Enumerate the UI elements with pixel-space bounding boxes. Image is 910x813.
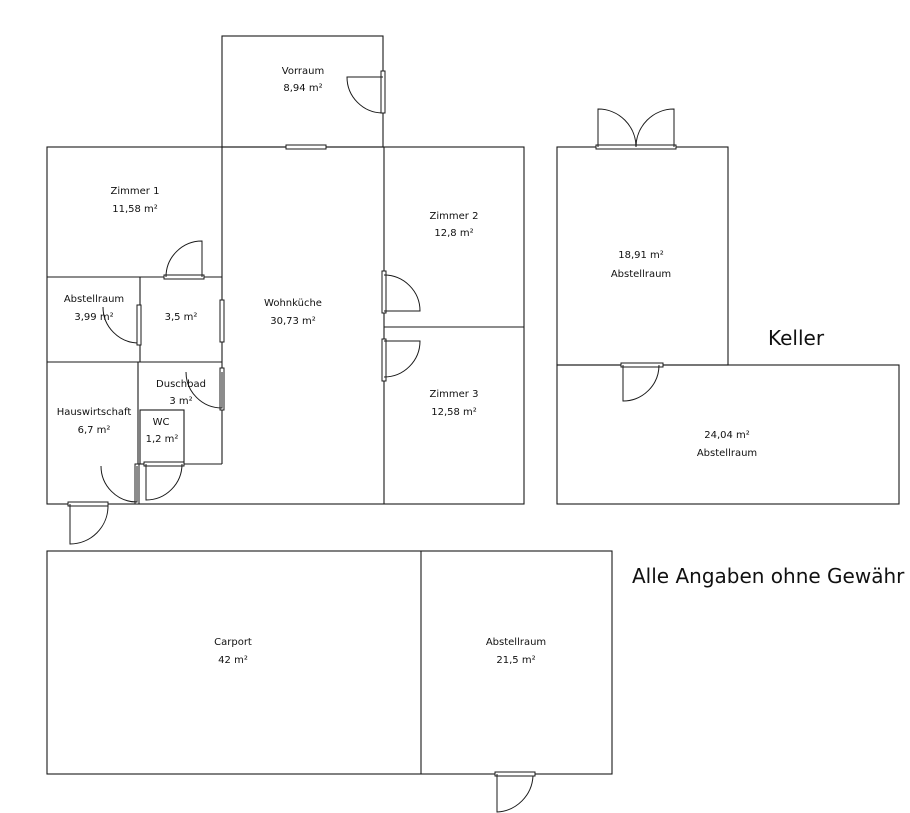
label-abstellraum-small-name: Abstellraum	[64, 294, 124, 305]
door-unnamed-room	[219, 299, 225, 343]
doors-main	[67, 70, 421, 545]
label-hauswirtschaft-name: Hauswirtschaft	[57, 407, 132, 418]
door-zimmer3	[383, 340, 421, 378]
label-carport-name: Carport	[214, 637, 252, 648]
label-zimmer1-area: 11,58 m²	[112, 204, 158, 215]
door-hauswirtschaft	[100, 465, 138, 503]
label-duschbad-name: Duschbad	[156, 379, 206, 390]
keller-walls	[556, 108, 900, 505]
label-zimmer3-area: 12,58 m²	[431, 407, 477, 418]
label-zimmer2-name: Zimmer 2	[430, 211, 479, 222]
carport-outline	[46, 550, 613, 775]
opening-vorraum-wohnkueche	[285, 144, 327, 150]
label-keller1-name: Abstellraum	[611, 269, 671, 280]
door-keller-inner	[622, 364, 660, 402]
keller-room-2-outline	[556, 364, 900, 505]
label-wc-name: WC	[153, 417, 170, 428]
door-vorraum	[346, 76, 384, 114]
label-abstellraum-small-area: 3,99 m²	[74, 312, 113, 323]
label-wohnkueche-area: 30,73 m²	[270, 316, 316, 327]
label-keller2-name: Abstellraum	[697, 448, 757, 459]
label-wohnkueche-name: Wohnküche	[264, 298, 322, 309]
disclaimer-text: Alle Angaben ohne Gewähr	[632, 564, 905, 588]
door-zimmer2	[383, 274, 421, 312]
label-keller: Keller	[768, 326, 825, 350]
label-keller2-area: 24,04 m²	[704, 430, 750, 441]
door-zimmer1	[165, 240, 203, 278]
door-keller-double-right	[635, 108, 675, 148]
main-house-walls	[46, 35, 525, 505]
label-duschbad-area: 3 m²	[169, 396, 192, 407]
label-unnamed-room-area: 3,5 m²	[165, 312, 198, 323]
door-wc	[145, 463, 183, 501]
carport-walls	[46, 550, 613, 813]
label-carport-area: 42 m²	[218, 655, 248, 666]
label-abstellraum-outside-area: 21,5 m²	[496, 655, 535, 666]
door-carport-abstellraum	[496, 774, 534, 813]
label-hauswirtschaft-area: 6,7 m²	[78, 425, 111, 436]
label-vorraum-area: 8,94 m²	[283, 83, 322, 94]
label-zimmer3-name: Zimmer 3	[430, 389, 479, 400]
label-zimmer2-area: 12,8 m²	[434, 228, 473, 239]
label-abstellraum-outside-name: Abstellraum	[486, 637, 546, 648]
door-duschbad	[185, 371, 223, 409]
label-zimmer1-name: Zimmer 1	[111, 186, 160, 197]
door-exterior-hauswirtschaft	[69, 504, 109, 545]
label-vorraum-name: Vorraum	[282, 66, 324, 77]
door-keller-double-left	[597, 108, 637, 148]
label-wc-area: 1,2 m²	[146, 434, 179, 445]
label-keller1-area: 18,91 m²	[618, 250, 664, 261]
